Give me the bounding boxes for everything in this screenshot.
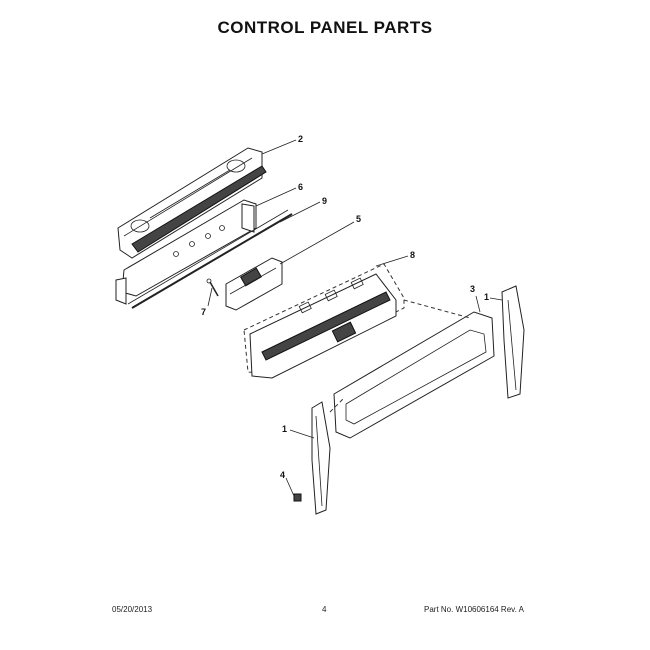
part-9-rod	[127, 209, 293, 309]
callout-6: 6	[298, 182, 303, 192]
part-6-bracket	[115, 199, 257, 305]
leader-9	[279, 201, 321, 223]
leader-6	[255, 187, 297, 207]
leader-7	[207, 287, 213, 307]
leader-8	[375, 255, 409, 267]
part-5-control-board	[225, 257, 283, 311]
callout-1-left: 1	[282, 424, 287, 434]
part-1-left-endcap	[311, 401, 331, 515]
alignment-line	[403, 299, 471, 319]
part-1-right-endcap	[501, 285, 525, 399]
leader-5	[279, 221, 355, 265]
alignment-line	[329, 397, 345, 413]
callout-8: 8	[410, 250, 415, 260]
footer-part-number: Part No. W10606164 Rev. A	[424, 605, 524, 614]
leader-1b	[489, 297, 503, 301]
callout-3: 3	[470, 284, 475, 294]
part-4-screw	[293, 493, 302, 502]
leader-3	[475, 295, 481, 313]
leader-2	[261, 139, 297, 155]
footer-page-number: 4	[322, 605, 327, 614]
callout-5: 5	[356, 214, 361, 224]
leader-1a	[289, 429, 315, 439]
callout-1-right: 1	[484, 292, 489, 302]
callout-9: 9	[322, 196, 327, 206]
callout-2: 2	[298, 134, 303, 144]
page-title: CONTROL PANEL PARTS	[217, 18, 433, 37]
part-7-screw	[206, 278, 219, 297]
part-3-trim-frame	[333, 311, 495, 439]
callout-7: 7	[201, 307, 206, 317]
callout-4: 4	[280, 470, 285, 480]
part-2-rear-panel	[117, 147, 267, 259]
part-8-overlay	[243, 263, 405, 379]
leader-4	[285, 477, 295, 497]
footer-date: 05/20/2013	[112, 605, 153, 614]
